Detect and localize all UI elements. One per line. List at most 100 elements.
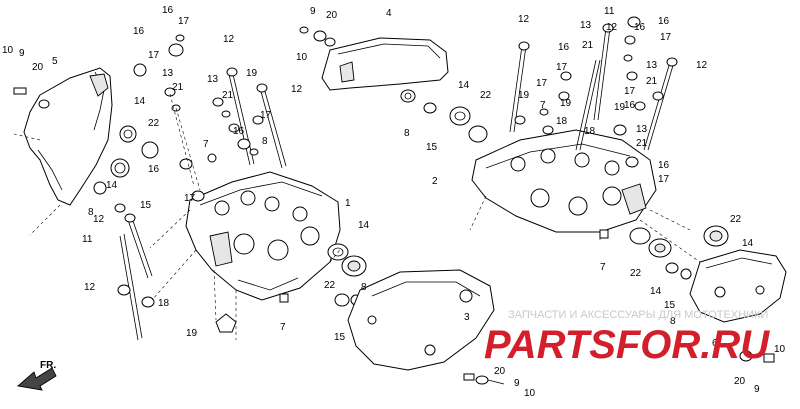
callout-4: 4 bbox=[386, 8, 392, 19]
callout-7: 7 bbox=[280, 322, 286, 333]
callout-16: 16 bbox=[148, 164, 160, 175]
cylinder-head-1 bbox=[185, 171, 341, 301]
callout-17: 17 bbox=[660, 32, 672, 43]
callout-16: 16 bbox=[162, 5, 174, 16]
callout-15: 15 bbox=[426, 142, 438, 153]
watermark-tagline: ЗАПЧАСТИ И АКСЕССУАРЫ ДЛЯ МОТОТЕХНИКИ bbox=[508, 309, 768, 321]
callout-20: 20 bbox=[734, 376, 746, 387]
callout-7: 7 bbox=[203, 139, 209, 150]
callout-16: 16 bbox=[558, 42, 570, 53]
callout-17: 17 bbox=[184, 193, 196, 204]
callout-15: 15 bbox=[140, 200, 152, 211]
callout-17: 17 bbox=[624, 86, 636, 97]
callout-14: 14 bbox=[458, 80, 470, 91]
callout-8: 8 bbox=[361, 282, 367, 293]
callout-7: 7 bbox=[600, 262, 606, 273]
callout-12: 12 bbox=[223, 34, 235, 45]
callout-1: 1 bbox=[345, 198, 351, 209]
callout-19: 19 bbox=[246, 68, 258, 79]
callout-18: 18 bbox=[584, 126, 596, 137]
callout-8: 8 bbox=[88, 207, 94, 218]
callout-15: 15 bbox=[334, 332, 346, 343]
callout-16: 16 bbox=[634, 22, 646, 33]
front-direction-arrow: FR. bbox=[16, 360, 57, 391]
callout-13: 13 bbox=[162, 68, 174, 79]
callout-14: 14 bbox=[134, 96, 146, 107]
callout-12: 12 bbox=[518, 14, 530, 25]
callout-15: 15 bbox=[664, 300, 676, 311]
stud-bolts-left bbox=[117, 67, 287, 341]
callout-8: 8 bbox=[404, 128, 410, 139]
watermark-brand: PARTSFOR.RU bbox=[484, 323, 770, 367]
callout-5: 5 bbox=[52, 56, 58, 67]
callout-9: 9 bbox=[19, 48, 25, 59]
callout-12: 12 bbox=[93, 214, 105, 225]
cylinder-head-2 bbox=[471, 129, 657, 233]
callout-10: 10 bbox=[774, 344, 786, 355]
callout-2: 2 bbox=[432, 176, 438, 187]
small-parts-left bbox=[13, 34, 367, 333]
callout-21: 21 bbox=[222, 90, 234, 101]
callout-20: 20 bbox=[32, 62, 44, 73]
callout-14: 14 bbox=[106, 180, 118, 191]
callout-17: 17 bbox=[658, 174, 670, 185]
callout-22: 22 bbox=[480, 90, 492, 101]
callout-12: 12 bbox=[606, 22, 618, 33]
callout-21: 21 bbox=[582, 40, 594, 51]
callout-19: 19 bbox=[560, 98, 572, 109]
callout-10: 10 bbox=[524, 388, 536, 399]
callout-14: 14 bbox=[742, 238, 754, 249]
callout-18: 18 bbox=[158, 298, 170, 309]
callout-9: 9 bbox=[310, 6, 316, 17]
callout-20: 20 bbox=[326, 10, 338, 21]
callout-8: 8 bbox=[670, 316, 676, 327]
callout-21: 21 bbox=[636, 138, 648, 149]
callout-11: 11 bbox=[82, 234, 93, 245]
callout-16: 16 bbox=[133, 26, 145, 37]
small-parts-right bbox=[400, 16, 729, 280]
callout-9: 9 bbox=[514, 378, 520, 389]
callout-10: 10 bbox=[296, 52, 308, 63]
callout-22: 22 bbox=[730, 214, 742, 225]
callout-9: 9 bbox=[754, 384, 760, 395]
callout-10: 10 bbox=[2, 45, 14, 56]
callout-16: 16 bbox=[624, 100, 636, 111]
callout-17: 17 bbox=[148, 50, 160, 61]
callout-17: 17 bbox=[260, 110, 272, 121]
callout-11: 11 bbox=[604, 6, 615, 17]
callout-17: 17 bbox=[556, 62, 568, 73]
callout-14: 14 bbox=[650, 286, 662, 297]
callout-16: 16 bbox=[658, 160, 670, 171]
callout-8: 8 bbox=[262, 136, 268, 147]
callout-16: 16 bbox=[233, 126, 245, 137]
callout-12: 12 bbox=[291, 84, 303, 95]
callout-14: 14 bbox=[358, 220, 370, 231]
callout-6: 6 bbox=[712, 338, 718, 349]
screws-bottom bbox=[299, 26, 775, 385]
side-cover-6 bbox=[689, 249, 787, 323]
callout-17: 17 bbox=[536, 78, 548, 89]
callout-13: 13 bbox=[580, 20, 592, 31]
callout-13: 13 bbox=[646, 60, 658, 71]
callout-12: 12 bbox=[84, 282, 96, 293]
callout-22: 22 bbox=[630, 268, 642, 279]
callout-12: 12 bbox=[696, 60, 708, 71]
callout-19: 19 bbox=[614, 102, 626, 113]
callout-22: 22 bbox=[148, 118, 160, 129]
callout-3: 3 bbox=[464, 312, 470, 323]
callout-22: 22 bbox=[324, 280, 336, 291]
callout-21: 21 bbox=[646, 76, 658, 87]
callout-19: 19 bbox=[518, 90, 530, 101]
head-cover-4 bbox=[321, 37, 449, 91]
leader-lines-left bbox=[13, 93, 341, 340]
callout-13: 13 bbox=[636, 124, 648, 135]
callout-16: 16 bbox=[658, 16, 670, 27]
leader-lines-right bbox=[469, 195, 701, 263]
callout-13: 13 bbox=[207, 74, 219, 85]
callout-labels: 10 9 20 5 16 16 17 17 13 21 14 22 16 14 … bbox=[2, 5, 786, 399]
callout-18: 18 bbox=[556, 116, 568, 127]
head-cover-3 bbox=[347, 269, 495, 371]
callout-17: 17 bbox=[178, 16, 190, 27]
callout-20: 20 bbox=[494, 366, 506, 377]
